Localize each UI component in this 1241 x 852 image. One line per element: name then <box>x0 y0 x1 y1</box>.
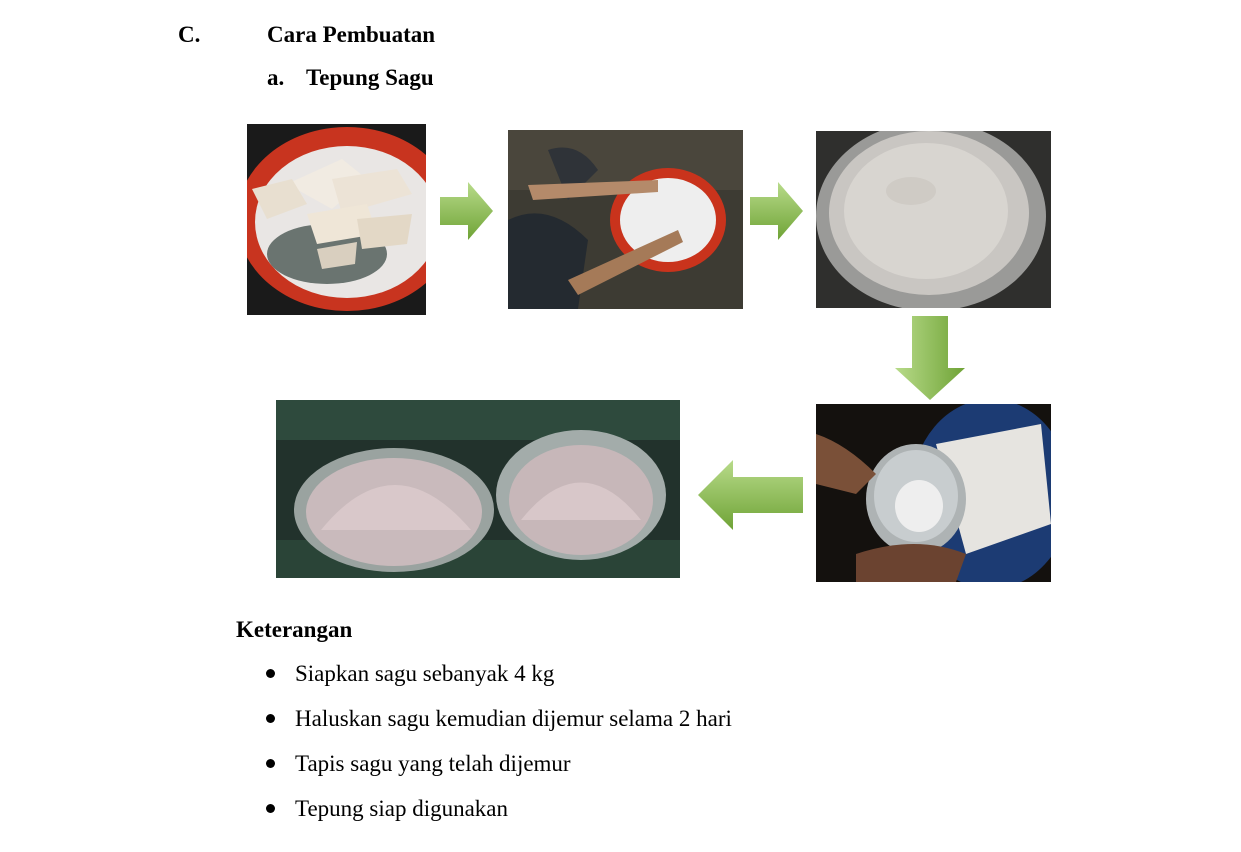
notes-heading: Keterangan <box>236 617 353 642</box>
arrow-right-icon <box>750 182 803 240</box>
list-item-text: Haluskan sagu kemudian dijemur selama 2 … <box>295 706 732 731</box>
arrow-left-icon <box>698 460 803 530</box>
notes-list: Siapkan sagu sebanyak 4 kg Haluskan sagu… <box>266 656 732 836</box>
section-title: Cara Pembuatan <box>267 22 436 47</box>
sifting-sago-photo <box>816 404 1051 582</box>
arrow-right-icon <box>440 182 493 240</box>
arrow-down-icon <box>895 316 965 400</box>
bullet-icon <box>266 669 275 678</box>
bullet-icon <box>266 804 275 813</box>
list-item: Tapis sagu yang telah dijemur <box>266 746 732 791</box>
subsection-title: Tepung Sagu <box>306 65 434 90</box>
list-item-text: Tepung siap digunakan <box>295 796 509 821</box>
list-item: Siapkan sagu sebanyak 4 kg <box>266 656 732 701</box>
list-item-text: Tapis sagu yang telah dijemur <box>295 751 571 776</box>
list-item-text: Siapkan sagu sebanyak 4 kg <box>295 661 555 686</box>
bullet-icon <box>266 759 275 768</box>
bullet-icon <box>266 714 275 723</box>
raw-sago-chunks-photo <box>247 124 426 315</box>
crushing-sago-photo <box>508 130 743 309</box>
sago-flour-bowls-photo <box>276 400 680 578</box>
list-item: Tepung siap digunakan <box>266 791 732 836</box>
subsection-letter: a. <box>267 65 285 90</box>
section-number: C. <box>178 22 201 47</box>
list-item: Haluskan sagu kemudian dijemur selama 2 … <box>266 701 732 746</box>
dried-sago-basin-photo <box>816 131 1051 308</box>
